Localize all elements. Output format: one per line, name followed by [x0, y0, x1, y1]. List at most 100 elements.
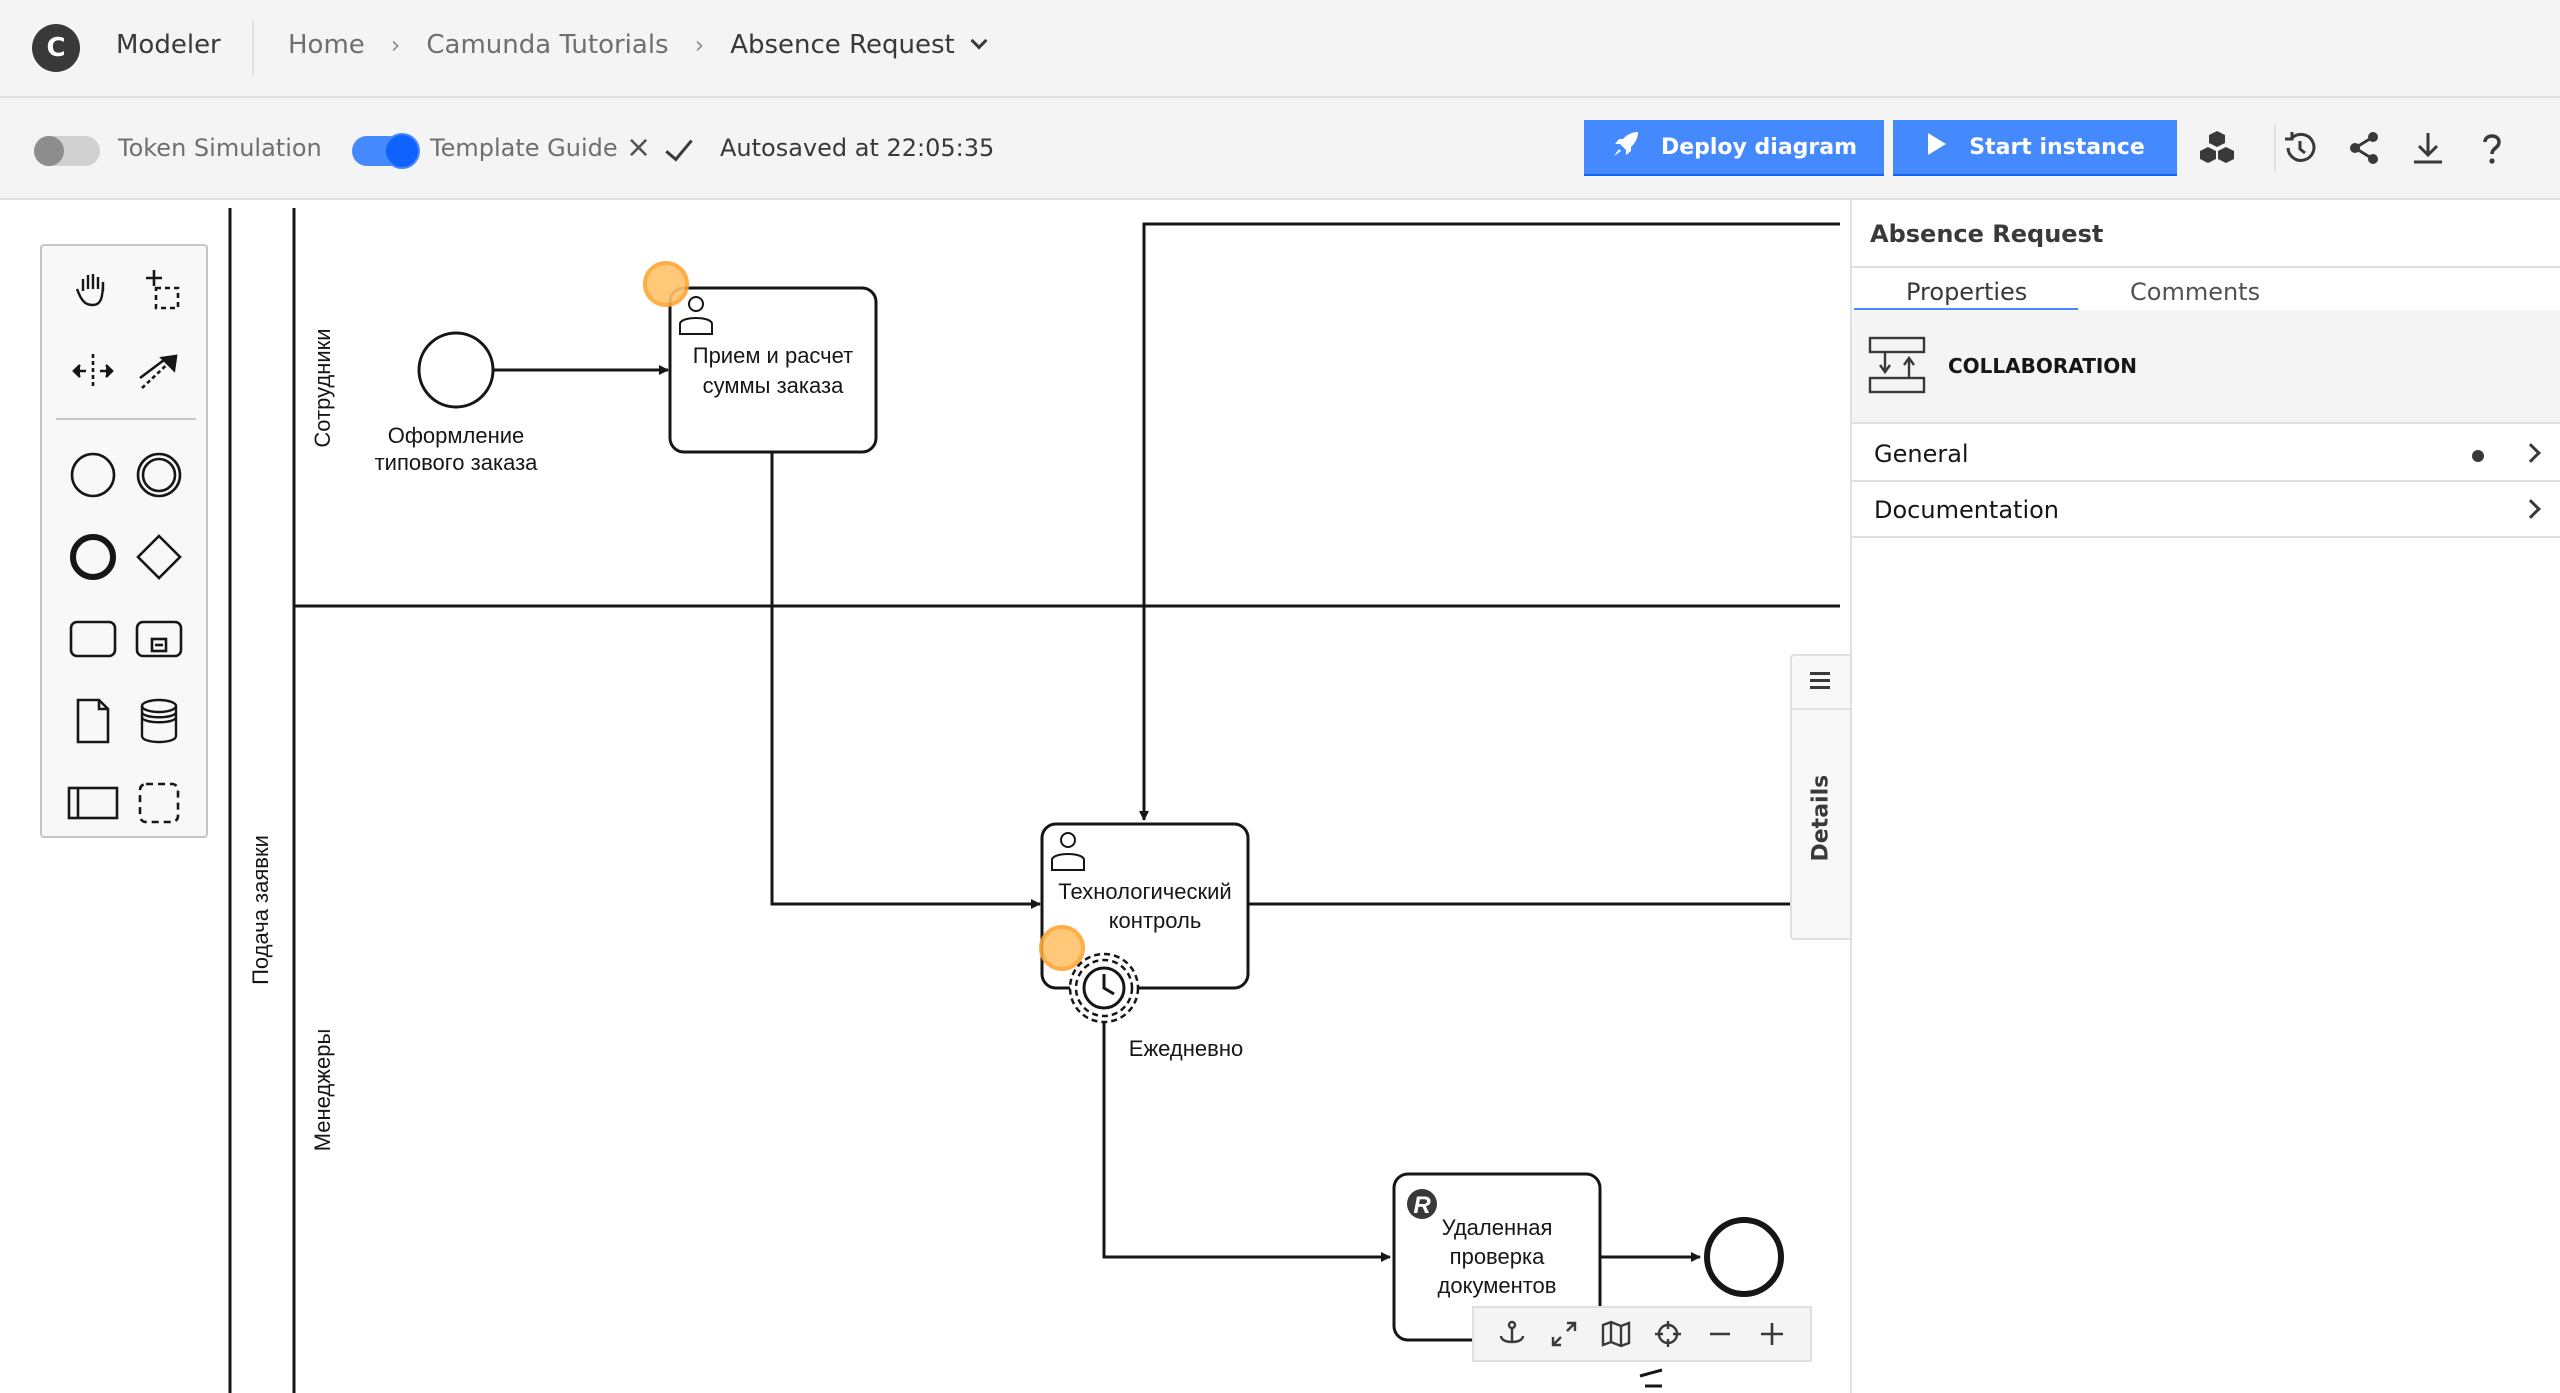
- lane-label: Менеджеры: [310, 1029, 335, 1152]
- token-simulation-marker: [1039, 925, 1085, 971]
- minimap-icon[interactable]: [1596, 1314, 1636, 1354]
- sequence-flows: [494, 222, 1840, 1262]
- download-icon[interactable]: [2404, 124, 2452, 172]
- tab-comments[interactable]: Comments: [2130, 278, 2261, 306]
- cubes-icon[interactable]: [2193, 124, 2241, 172]
- token-simulation-toggle[interactable]: [34, 136, 100, 166]
- lasso-tool-icon[interactable]: [128, 258, 190, 320]
- sequence-flow[interactable]: [1139, 222, 1840, 821]
- bpmn-diagram: Подача заявки Сотрудники Менеджеры Оформ…: [228, 208, 1840, 1393]
- start-event-label-line: Оформление: [388, 423, 525, 448]
- group-label: General: [1874, 440, 1969, 468]
- breadcrumb-current-file[interactable]: Absence Request: [730, 30, 988, 60]
- breadcrumb-separator: ›: [390, 31, 401, 59]
- element-header: COLLABORATION: [1852, 310, 2560, 424]
- close-template-guide-button[interactable]: ×: [626, 130, 652, 165]
- task-label-line: проверка: [1450, 1244, 1545, 1269]
- play-icon: [1925, 131, 1949, 163]
- toolbar-divider: [2274, 124, 2276, 172]
- toggle-knob: [384, 133, 420, 169]
- properties-panel: Absence Request Properties Comments COLL…: [1850, 200, 2560, 1393]
- data-store-tool-icon[interactable]: [128, 690, 190, 752]
- rocket-icon: [1611, 129, 1641, 165]
- canvas-controls: [1472, 1306, 1812, 1362]
- panel-tabs: Properties Comments: [1852, 266, 2560, 311]
- collaboration-icon: [1868, 336, 1926, 398]
- deploy-diagram-button[interactable]: Deploy diagram: [1584, 120, 1884, 176]
- task-label-line: Технологический: [1058, 879, 1231, 904]
- start-event-label-line: типового заказа: [375, 450, 539, 475]
- toggle-knob: [34, 136, 64, 166]
- bpmn-canvas[interactable]: Подача заявки Сотрудники Менеджеры Оформ…: [0, 200, 1850, 1393]
- sequence-flow[interactable]: [770, 452, 1041, 909]
- intermediate-event-tool-icon[interactable]: [128, 444, 190, 506]
- breadcrumb-project[interactable]: Camunda Tutorials: [426, 30, 669, 60]
- deploy-diagram-label: Deploy diagram: [1660, 134, 1858, 160]
- pool-label: Подача заявки: [248, 835, 273, 985]
- breadcrumb-home[interactable]: Home: [288, 30, 365, 60]
- lane-label: Сотрудники: [310, 328, 335, 447]
- tool-palette: [40, 244, 208, 838]
- end-event[interactable]: [1704, 1217, 1784, 1297]
- tab-properties[interactable]: Properties: [1906, 278, 2028, 306]
- user-task-tech-control[interactable]: Технологический контроль: [1039, 822, 1250, 990]
- template-guide-toggle[interactable]: [352, 133, 420, 169]
- timer-label: Ежедневно: [1129, 1036, 1243, 1061]
- details-panel-toggle[interactable]: Details: [1790, 654, 1850, 940]
- user-icon: [679, 296, 713, 335]
- fullscreen-icon[interactable]: [1544, 1314, 1584, 1354]
- space-tool-icon[interactable]: [62, 340, 124, 402]
- robot-task-remote-check[interactable]: R Удаленная проверка документов: [1392, 1172, 1602, 1342]
- help-icon[interactable]: [2468, 124, 2516, 172]
- breadcrumb: Home › Camunda Tutorials › Absence Reque…: [288, 30, 988, 60]
- history-icon[interactable]: [2276, 124, 2324, 172]
- top-bar: C Modeler Home › Camunda Tutorials › Abs…: [0, 0, 2560, 98]
- pool[interactable]: Подача заявки: [228, 208, 296, 1393]
- task-label-line: Прием и расчет: [693, 343, 853, 368]
- start-instance-label: Start instance: [1969, 134, 2145, 160]
- data-marker-dot: [2472, 450, 2484, 462]
- zoom-out-icon[interactable]: [1700, 1314, 1740, 1354]
- task-tool-icon[interactable]: [62, 608, 124, 670]
- gateway-tool-icon[interactable]: [128, 526, 190, 588]
- data-object-tool-icon[interactable]: [62, 690, 124, 752]
- center-icon[interactable]: [1648, 1314, 1688, 1354]
- app-name[interactable]: Modeler: [116, 30, 221, 60]
- robot-marker-icon: R: [1407, 1189, 1437, 1219]
- timer-boundary-event[interactable]: Ежедневно: [1068, 952, 1243, 1061]
- token-simulation-label: Token Simulation: [118, 134, 322, 162]
- hand-tool-icon[interactable]: [62, 258, 124, 320]
- autosave-status: Autosaved at 22:05:35: [720, 134, 995, 162]
- share-icon[interactable]: [2340, 124, 2388, 172]
- zoom-in-icon[interactable]: [1752, 1314, 1792, 1354]
- svg-text:R: R: [1413, 1192, 1431, 1219]
- group-label: Documentation: [1874, 496, 2060, 524]
- start-event[interactable]: Оформление типового заказа: [375, 331, 539, 475]
- task-label-line: документов: [1438, 1273, 1557, 1298]
- global-connect-tool-icon[interactable]: [128, 340, 190, 402]
- panel-title: Absence Request: [1870, 220, 2104, 248]
- task-label-line: Удаленная: [1442, 1215, 1553, 1240]
- group-general[interactable]: General: [1852, 426, 2560, 482]
- offscreen-connection: [1639, 1368, 1663, 1388]
- group-documentation[interactable]: Documentation: [1852, 482, 2560, 538]
- start-event-tool-icon[interactable]: [62, 444, 124, 506]
- user-task-order-calculation[interactable]: Прием и расчет суммы заказа: [643, 261, 878, 454]
- active-tab-indicator: [1854, 308, 2078, 311]
- chevron-down-icon: [970, 32, 988, 50]
- task-label-line: контроль: [1109, 908, 1202, 933]
- element-type: COLLABORATION: [1948, 354, 2138, 378]
- lane-managers[interactable]: Менеджеры: [310, 1029, 335, 1152]
- sequence-flow[interactable]: [1102, 1018, 1391, 1262]
- subprocess-tool-icon[interactable]: [128, 608, 190, 670]
- camunda-logo[interactable]: C: [32, 24, 80, 72]
- pin-icon[interactable]: [1492, 1314, 1532, 1354]
- breadcrumb-separator: ›: [694, 31, 705, 59]
- group-tool-icon[interactable]: [128, 772, 190, 834]
- pool-tool-icon[interactable]: [62, 772, 124, 834]
- user-icon: [1051, 832, 1085, 871]
- end-event-tool-icon[interactable]: [62, 526, 124, 588]
- template-guide-label: Template Guide: [430, 134, 618, 162]
- start-instance-button[interactable]: Start instance: [1893, 120, 2177, 176]
- lane-employees[interactable]: Сотрудники: [294, 328, 1840, 608]
